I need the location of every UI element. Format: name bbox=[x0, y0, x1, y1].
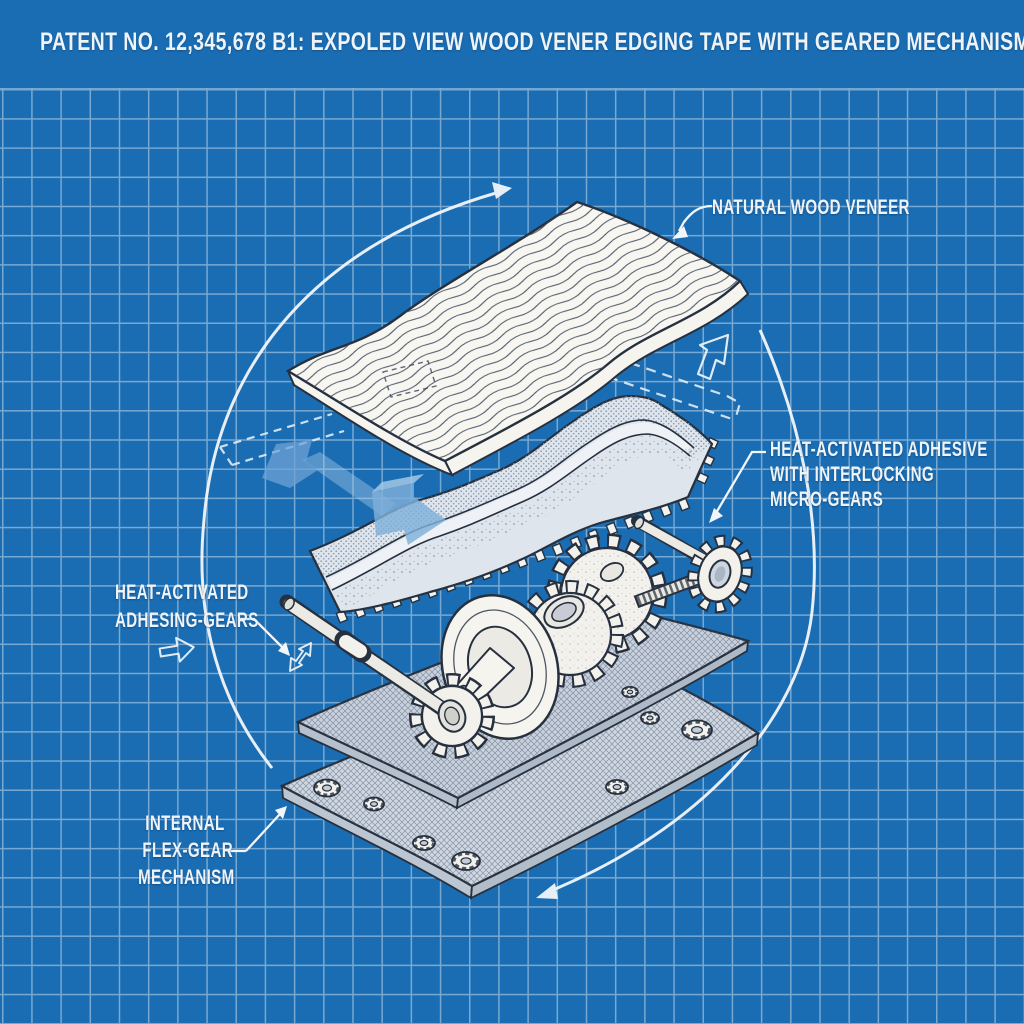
axle-hub-hole bbox=[437, 699, 467, 733]
label-text: WITH INTERLOCKING bbox=[770, 463, 935, 486]
leader-adhesive-icon bbox=[709, 450, 766, 523]
block-arrow-up-right-icon bbox=[696, 333, 730, 381]
screw-gear-boss-upper bbox=[621, 685, 639, 698]
label-text: NATURAL WOOD VENEER bbox=[712, 196, 910, 219]
translucent-block-arrow-icon bbox=[372, 474, 446, 545]
label-text: MECHANISM bbox=[138, 866, 235, 889]
label-natural-wood-veneer: NATURAL WOOD VENEER bbox=[712, 196, 910, 220]
leader-arrows bbox=[228, 204, 766, 853]
spur-gear-front bbox=[516, 580, 624, 688]
block-arrow-right-icon bbox=[158, 636, 195, 663]
label-text: FLEX-GEAR bbox=[142, 839, 234, 862]
double-headed-arrow-icon bbox=[289, 642, 312, 672]
label-text: INTERNAL bbox=[145, 812, 225, 835]
label-adhesing-gears: HEAT-ACTIVATED ADHESING-GEARS bbox=[115, 579, 259, 635]
translucent-beam bbox=[302, 452, 396, 516]
label-heat-activated-adhesive: HEAT-ACTIVATED ADHESIVE WITH INTERLOCKIN… bbox=[770, 437, 988, 512]
label-text: HEAT-ACTIVATED bbox=[115, 581, 249, 604]
curved-rotation-arrow-right-icon bbox=[536, 329, 816, 899]
page-title: PATENT NO. 12,345,678 B1: EXPOLED VIEW W… bbox=[40, 28, 1024, 56]
label-text: MICRO-GEARS bbox=[770, 488, 884, 511]
screw-gear-bosses-lower bbox=[313, 711, 713, 871]
label-text: HEAT-ACTIVATED ADHESIVE bbox=[770, 438, 988, 461]
label-internal-flex-gear-mechanism: INTERNAL FLEX-GEAR MECHANISM bbox=[128, 810, 235, 891]
label-text: ADHESING-GEARS bbox=[115, 609, 259, 632]
dashed-patch bbox=[382, 360, 437, 398]
ring-gear bbox=[687, 534, 753, 614]
leader-veneer-icon bbox=[672, 204, 713, 239]
veneer-layer bbox=[286, 200, 750, 477]
leader-flex-mechanism-icon bbox=[228, 806, 287, 853]
gear-assembly bbox=[279, 515, 753, 759]
leader-adhesing-gears-icon bbox=[240, 617, 290, 656]
axle-rod-left bbox=[279, 594, 452, 718]
curved-rotation-arrow-left-icon bbox=[200, 182, 512, 769]
translucent-flag-arrow-icon bbox=[262, 440, 318, 488]
